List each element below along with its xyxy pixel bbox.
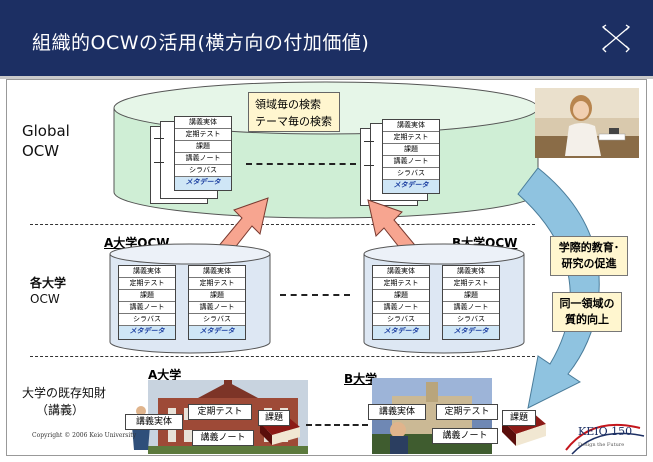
- doc-card-global-left: 講義実体 定期テスト 課題 講義ノート シラバス メタデータ: [174, 116, 232, 191]
- card-row: シラバス: [175, 165, 231, 177]
- curved-arrow-down: [517, 167, 600, 409]
- keio-tagline: Design the Future: [578, 442, 625, 448]
- card-row: 課題: [119, 290, 175, 302]
- univ-b-label: B大学: [344, 372, 378, 386]
- card-meta: メタデータ: [383, 180, 439, 193]
- keio-150-text: KEIO 150: [578, 425, 633, 438]
- card-meta: メタデータ: [443, 326, 499, 339]
- card-row: 講義ノート: [175, 153, 231, 165]
- header-divider: [0, 76, 653, 79]
- card-row: 課題: [189, 290, 245, 302]
- global-label-line1: Global: [22, 122, 70, 140]
- layer-separator-top: [30, 224, 535, 225]
- card-row: 講義実体: [189, 266, 245, 278]
- global-label-line2: OCW: [22, 142, 60, 160]
- card-row: 課題: [373, 290, 429, 302]
- copyright-notice: Copyright © 2006 Keio University: [32, 432, 137, 439]
- callout-quality-line1: 同一領域の: [559, 297, 615, 310]
- card-row: シラバス: [189, 314, 245, 326]
- card-row: 講義実体: [373, 266, 429, 278]
- doc-card-global-right: 講義実体 定期テスト 課題 講義ノート シラバス メタデータ: [382, 119, 440, 194]
- card-row: 課題: [443, 290, 499, 302]
- card-row: 講義実体: [175, 117, 231, 129]
- existing-label-line2: （講義）: [36, 403, 85, 417]
- card-row: 講義ノート: [119, 302, 175, 314]
- card-row: 講義実体: [119, 266, 175, 278]
- card-row: 講義ノート: [383, 156, 439, 168]
- univ-a-label: A大学: [148, 368, 182, 382]
- university-label-line1: 各大学: [30, 276, 67, 290]
- card-row: 講義ノート: [373, 302, 429, 314]
- search-by-theme: テーマ毎の検索: [255, 115, 332, 128]
- doc-card-univ-a-1: 講義実体 定期テスト 課題 講義ノート シラバス メタデータ: [118, 265, 176, 340]
- card-row: 定期テスト: [189, 278, 245, 290]
- title-bar: 組織的OCWの活用(横方向の付加価値): [0, 0, 653, 76]
- doc-card-univ-b-1: 講義実体 定期テスト 課題 講義ノート シラバス メタデータ: [372, 265, 430, 340]
- university-label-line2: OCW: [30, 292, 60, 306]
- doc-card-univ-a-2: 講義実体 定期テスト 課題 講義ノート シラバス メタデータ: [188, 265, 246, 340]
- layer-separator-bottom: [30, 356, 535, 357]
- search-by-domain: 領域毎の検索: [255, 98, 321, 111]
- card-row: 課題: [383, 144, 439, 156]
- scissors-icon: [601, 24, 631, 53]
- card-row: シラバス: [119, 314, 175, 326]
- photo-woman-studying: [535, 88, 639, 158]
- slide-title: 組織的OCWの活用(横方向の付加価値): [32, 32, 370, 54]
- card-row: 定期テスト: [383, 132, 439, 144]
- global-connector: [246, 163, 356, 165]
- card-row: シラバス: [373, 314, 429, 326]
- callout-interdisciplinary-line1: 学際的教育･: [558, 241, 620, 254]
- existing-label-line1: 大学の既存知財: [22, 386, 107, 400]
- card-row: シラバス: [383, 168, 439, 180]
- card-row: 定期テスト: [175, 129, 231, 141]
- card-row: 定期テスト: [443, 278, 499, 290]
- card-meta: メタデータ: [175, 177, 231, 190]
- card-meta: メタデータ: [189, 326, 245, 339]
- card-row: 講義ノート: [189, 302, 245, 314]
- card-row: 課題: [175, 141, 231, 153]
- doc-card-univ-b-2: 講義実体 定期テスト 課題 講義ノート シラバス メタデータ: [442, 265, 500, 340]
- card-row: 講義実体: [443, 266, 499, 278]
- search-criteria-box: 領域毎の検索 テーマ毎の検索: [248, 92, 340, 132]
- callout-interdisciplinary: 学際的教育･ 研究の促進: [550, 236, 628, 276]
- existing-connector: [306, 424, 368, 426]
- regular-test-a: 定期テスト: [188, 404, 252, 420]
- callout-interdisciplinary-line2: 研究の促進: [561, 257, 617, 270]
- callout-quality: 同一領域の 質的向上: [552, 292, 622, 332]
- lecture-entity-b: 講義実体: [368, 404, 426, 420]
- card-row: 講義実体: [383, 120, 439, 132]
- card-row: シラバス: [443, 314, 499, 326]
- regular-test-b: 定期テスト: [436, 404, 498, 420]
- assignment-a: 課題: [258, 410, 290, 426]
- lecture-entity-a: 講義実体: [125, 414, 183, 430]
- card-meta: メタデータ: [119, 326, 175, 339]
- keio-logo: [565, 423, 645, 455]
- card-row: 定期テスト: [373, 278, 429, 290]
- assignment-b: 課題: [502, 410, 536, 426]
- card-row: 定期テスト: [119, 278, 175, 290]
- card-row: 講義ノート: [443, 302, 499, 314]
- university-connector: [280, 294, 350, 296]
- callout-quality-line2: 質的向上: [565, 313, 609, 326]
- card-meta: メタデータ: [373, 326, 429, 339]
- lecture-note-b: 講義ノート: [432, 428, 498, 444]
- lecture-note-a: 講義ノート: [192, 430, 254, 446]
